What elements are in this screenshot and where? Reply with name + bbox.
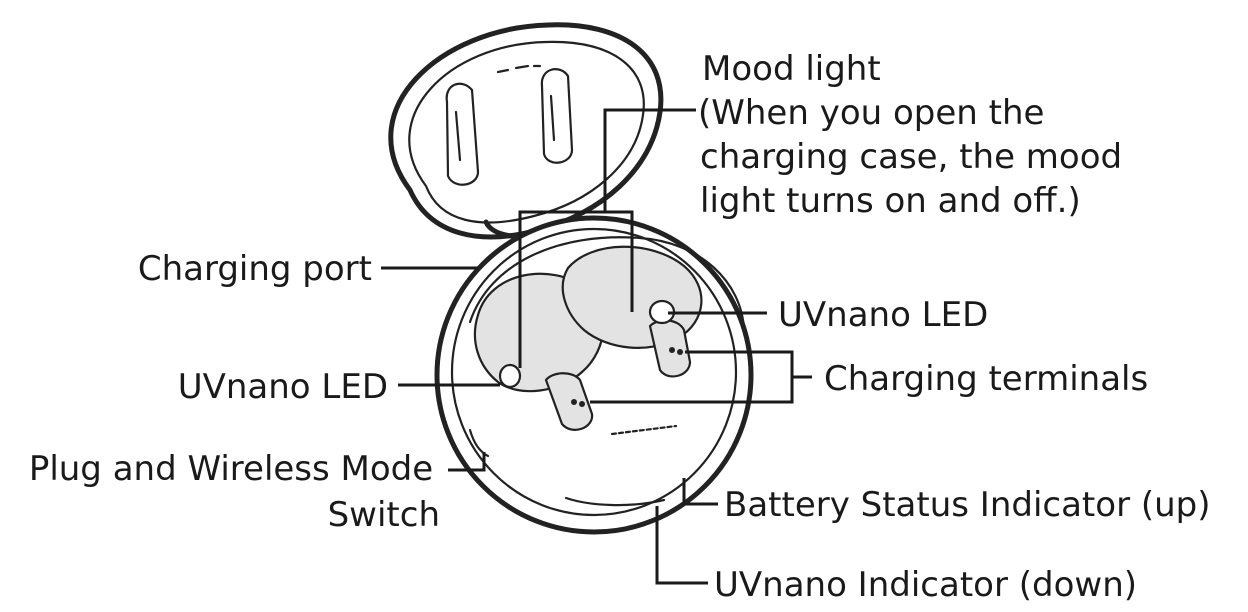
leader-mode-switch [448,452,486,472]
label-mood-light-line-3: charging case, the mood [700,137,1122,177]
case-lid [388,22,664,240]
label-charging-terminals: Charging terminals [824,359,1148,399]
label-mood-light-line-2: (When you open the [698,93,1044,133]
label-uvnano-led-right: UVnano LED [778,295,988,335]
label-mood-light-line-1: Mood light [702,49,881,89]
leader-battery-indicator [682,478,718,506]
case-body [434,215,754,535]
label-mode-switch-line-1: Plug and Wireless Mode [29,449,433,489]
leader-lines [381,108,812,585]
leader-mood-light [603,108,696,212]
label-battery-status-indicator: Battery Status Indicator (up) [724,485,1211,525]
label-mood-light: Mood light (When you open the charging c… [698,49,1133,221]
labels: Mood light (When you open the charging c… [29,49,1211,605]
label-charging-port: Charging port [138,249,372,289]
label-mode-switch: Plug and Wireless Mode Switch [29,449,444,535]
label-mode-switch-line-2: Switch [328,495,440,535]
label-uvnano-indicator: UVnano Indicator (down) [714,565,1137,605]
label-mood-light-line-4: light turns on and off.) [700,181,1081,221]
charging-case-illustration [388,22,754,535]
label-uvnano-led-left: UVnano LED [178,367,388,407]
leader-uvnano-indicator [655,506,708,585]
